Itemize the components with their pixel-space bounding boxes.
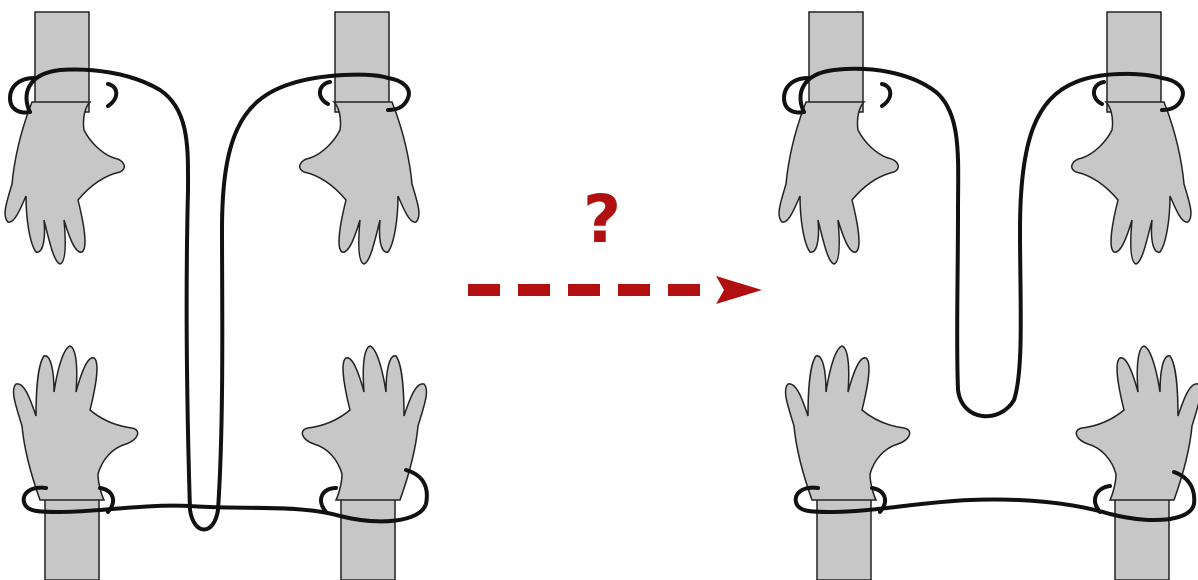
question-mark: ?	[583, 181, 621, 258]
right-scene	[779, 12, 1198, 580]
top-left-strand-tip	[108, 84, 116, 106]
bottom-right-hand-icon	[1076, 346, 1198, 580]
dashed-arrow-right-icon	[468, 276, 762, 304]
top-right-hand-icon	[1072, 12, 1191, 264]
bottom-left-hand-icon	[14, 346, 138, 580]
top-right-hand-icon	[300, 12, 419, 264]
bottom-right-wrist-loop	[1095, 486, 1110, 512]
left-scene	[5, 12, 427, 580]
top-left-hand-icon	[779, 12, 898, 264]
bottom-right-wrist-loop	[321, 488, 336, 512]
bottom-left-hand-icon	[786, 346, 910, 580]
transition: ?	[468, 181, 762, 304]
top-right-strand-tip	[320, 82, 330, 104]
top-left-strand-tip	[882, 84, 890, 106]
top-left-hand-icon	[5, 12, 124, 264]
top-right-strand-tip	[1094, 82, 1104, 104]
bottom-right-hand-icon	[302, 346, 426, 580]
